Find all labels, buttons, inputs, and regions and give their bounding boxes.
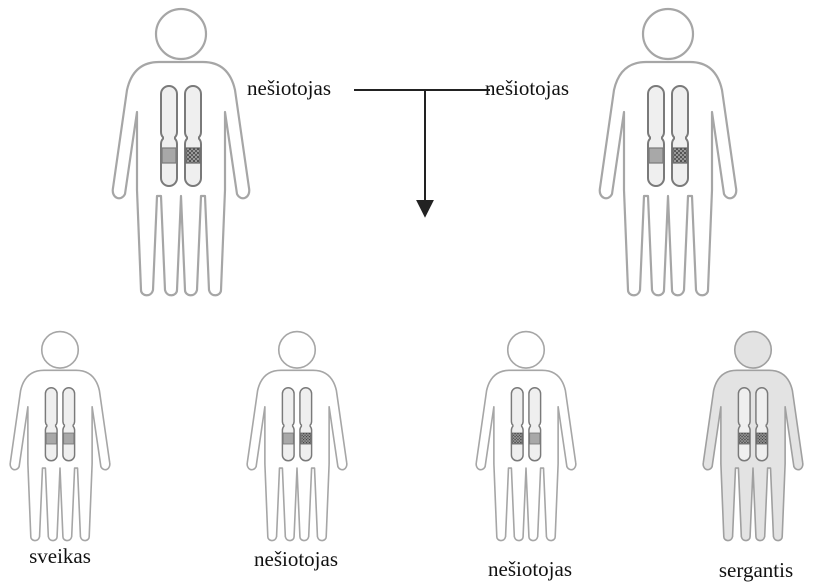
mutant-allele-band: [186, 148, 200, 163]
head: [735, 332, 772, 369]
chromosome: [282, 388, 294, 461]
head: [156, 9, 206, 59]
normal-allele-band: [46, 433, 56, 444]
normal-allele-band: [162, 148, 176, 163]
normal-allele-band: [64, 433, 74, 444]
child-1-figure: [10, 332, 110, 541]
body: [476, 370, 576, 540]
chromosome: [45, 388, 57, 461]
chromosome: [300, 388, 312, 461]
normal-allele-band: [530, 433, 540, 444]
mutant-allele-band: [757, 433, 767, 444]
parent-left-label: nešiotojas: [247, 76, 331, 100]
mutant-allele-band: [512, 433, 522, 444]
body: [600, 62, 737, 295]
head: [42, 332, 79, 369]
body: [113, 62, 250, 295]
body: [247, 370, 347, 540]
chromosome: [161, 86, 177, 186]
head: [643, 9, 693, 59]
child-3-label: nešiotojas: [488, 557, 572, 581]
child-3-figure: [476, 332, 576, 541]
child-2-label: nešiotojas: [254, 547, 338, 571]
normal-allele-band: [283, 433, 293, 444]
parent-right-label: nešiotojas: [485, 76, 569, 100]
chromosome: [648, 86, 664, 186]
mutant-allele-band: [301, 433, 311, 444]
child-4-figure: [703, 332, 803, 541]
mutant-allele-band: [739, 433, 749, 444]
normal-allele-band: [649, 148, 663, 163]
chromosome: [511, 388, 523, 461]
chromosome: [738, 388, 750, 461]
parent-right-figure: [600, 9, 737, 295]
head: [279, 332, 316, 369]
chromosome: [672, 86, 688, 186]
head: [508, 332, 545, 369]
body: [703, 370, 803, 540]
child-1-label: sveikas: [29, 544, 91, 568]
chromosome: [63, 388, 75, 461]
body: [10, 370, 110, 540]
chromosome: [185, 86, 201, 186]
mutant-allele-band: [673, 148, 687, 163]
chromosome: [756, 388, 768, 461]
parent-left-figure: [113, 9, 250, 295]
child-4-label: sergantis: [719, 558, 793, 582]
child-2-figure: [247, 332, 347, 541]
chromosome: [529, 388, 541, 461]
